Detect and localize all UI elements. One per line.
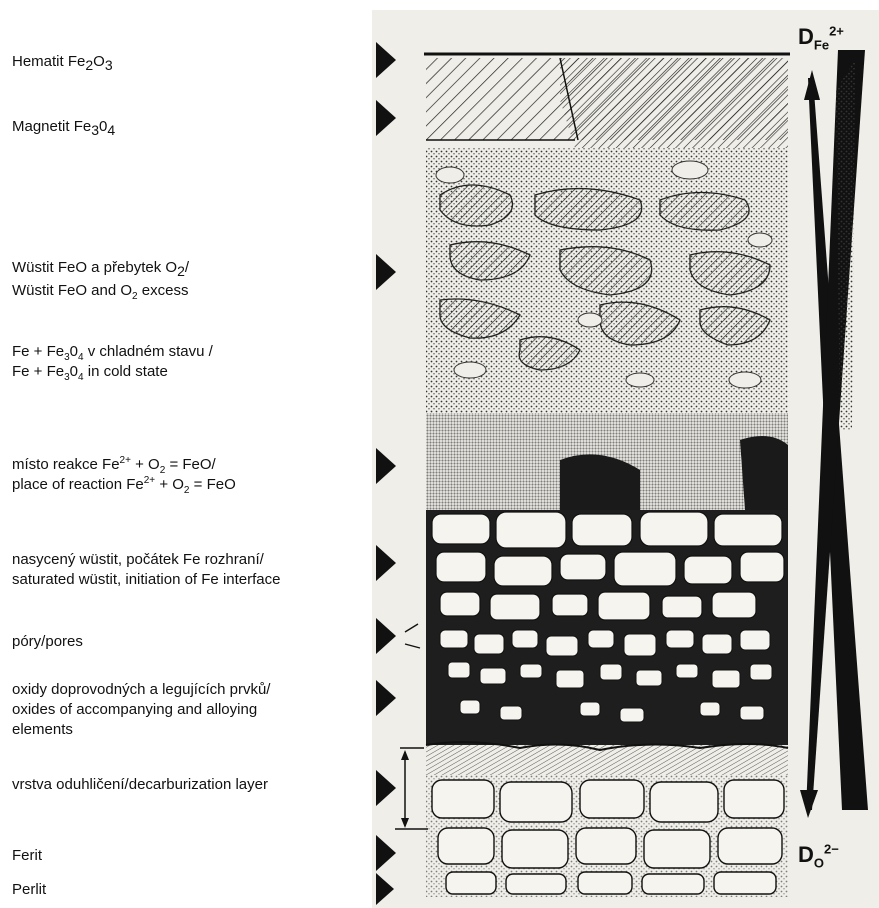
layer-markers (376, 42, 396, 905)
decarburization-depth-marker (395, 748, 428, 829)
diffusion-o-label: DO2− (798, 842, 839, 868)
magnetite-layer (560, 58, 788, 148)
pore-pointers (405, 624, 420, 648)
diffusion-arrows (800, 50, 868, 818)
diffusion-fe-label: DFe2+ (798, 24, 844, 50)
